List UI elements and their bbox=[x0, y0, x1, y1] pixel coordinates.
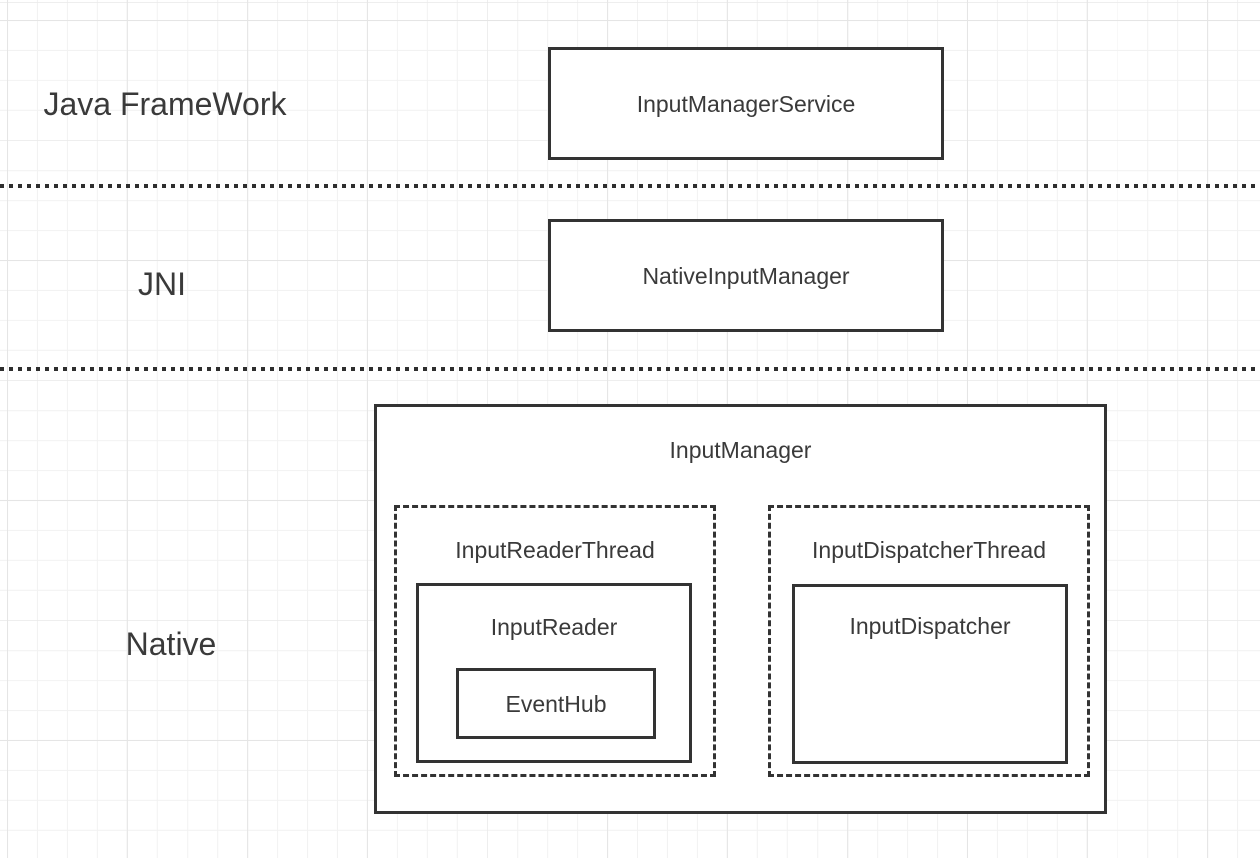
node-label-input-manager: InputManager bbox=[669, 437, 812, 463]
node-label-input-dispatcher: InputDispatcher bbox=[849, 613, 1011, 639]
node-label-input-dispatcher-thread: InputDispatcherThread bbox=[812, 537, 1046, 563]
layer-separator-java-jni bbox=[0, 184, 1260, 188]
layer-label-java-framework: Java FrameWork bbox=[43, 86, 287, 122]
node-input-reader-thread: InputReaderThread InputReader EventHub bbox=[394, 505, 716, 777]
node-label-input-reader-thread: InputReaderThread bbox=[455, 537, 655, 563]
node-label-native-input-manager: NativeInputManager bbox=[642, 262, 850, 289]
node-input-manager: InputManager InputReaderThread InputRead… bbox=[374, 404, 1107, 814]
layer-separator-jni-native bbox=[0, 367, 1260, 371]
node-input-dispatcher: InputDispatcher bbox=[792, 584, 1068, 764]
layer-label-jni: JNI bbox=[138, 266, 186, 302]
node-label-event-hub: EventHub bbox=[505, 690, 607, 717]
node-event-hub: EventHub bbox=[456, 668, 656, 739]
node-label-input-manager-service: InputManagerService bbox=[636, 90, 856, 117]
node-native-input-manager: NativeInputManager bbox=[548, 219, 944, 332]
node-input-dispatcher-thread: InputDispatcherThread InputDispatcher bbox=[768, 505, 1090, 777]
layer-label-native: Native bbox=[125, 626, 217, 662]
node-label-input-reader: InputReader bbox=[490, 614, 618, 640]
node-input-reader: InputReader EventHub bbox=[416, 583, 692, 763]
node-input-manager-service: InputManagerService bbox=[548, 47, 944, 160]
